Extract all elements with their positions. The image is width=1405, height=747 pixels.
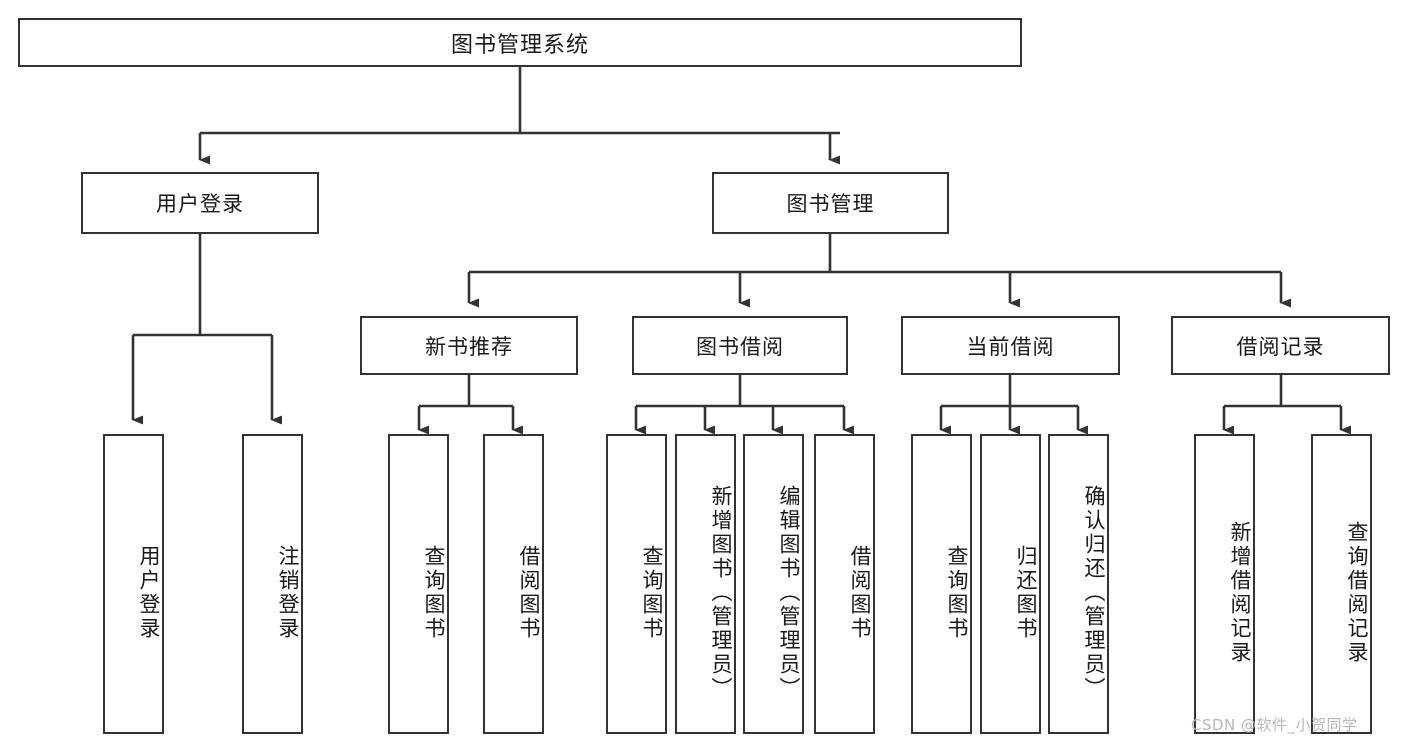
- leaf-recommend-borrow-book[interactable]: 借阅图书: [483, 434, 544, 734]
- csdn-watermark: CSDN @软件_小贺同学: [1191, 716, 1358, 734]
- node-book-borrow[interactable]: 图书借阅: [632, 316, 848, 375]
- leaf-current-return-book[interactable]: 归还图书: [980, 434, 1041, 734]
- leaf-borrow-borrow-book[interactable]: 借阅图书: [814, 434, 875, 734]
- node-user-login[interactable]: 用户登录: [81, 172, 319, 234]
- leaf-borrow-edit-book-admin[interactable]: 编辑图书（管理员）: [743, 434, 804, 734]
- node-root-system[interactable]: 图书管理系统: [18, 18, 1022, 67]
- node-book-management[interactable]: 图书管理: [712, 172, 949, 234]
- node-current-borrow[interactable]: 当前借阅: [901, 316, 1120, 375]
- leaf-borrow-query-book[interactable]: 查询图书: [606, 434, 667, 734]
- node-new-book-recommend[interactable]: 新书推荐: [360, 316, 578, 375]
- leaf-current-query-book[interactable]: 查询图书: [911, 434, 972, 734]
- leaf-record-query-record[interactable]: 查询借阅记录: [1311, 434, 1372, 734]
- leaf-recommend-query-book[interactable]: 查询图书: [388, 434, 449, 734]
- leaf-user-login-login[interactable]: 用户登录: [103, 434, 164, 734]
- leaf-borrow-add-book-admin[interactable]: 新增图书（管理员）: [675, 434, 736, 734]
- leaf-current-confirm-return-admin[interactable]: 确认归还（管理员）: [1048, 434, 1109, 734]
- node-borrow-record[interactable]: 借阅记录: [1171, 316, 1390, 375]
- leaf-user-login-logout[interactable]: 注销登录: [242, 434, 303, 734]
- leaf-record-add-record[interactable]: 新增借阅记录: [1194, 434, 1255, 734]
